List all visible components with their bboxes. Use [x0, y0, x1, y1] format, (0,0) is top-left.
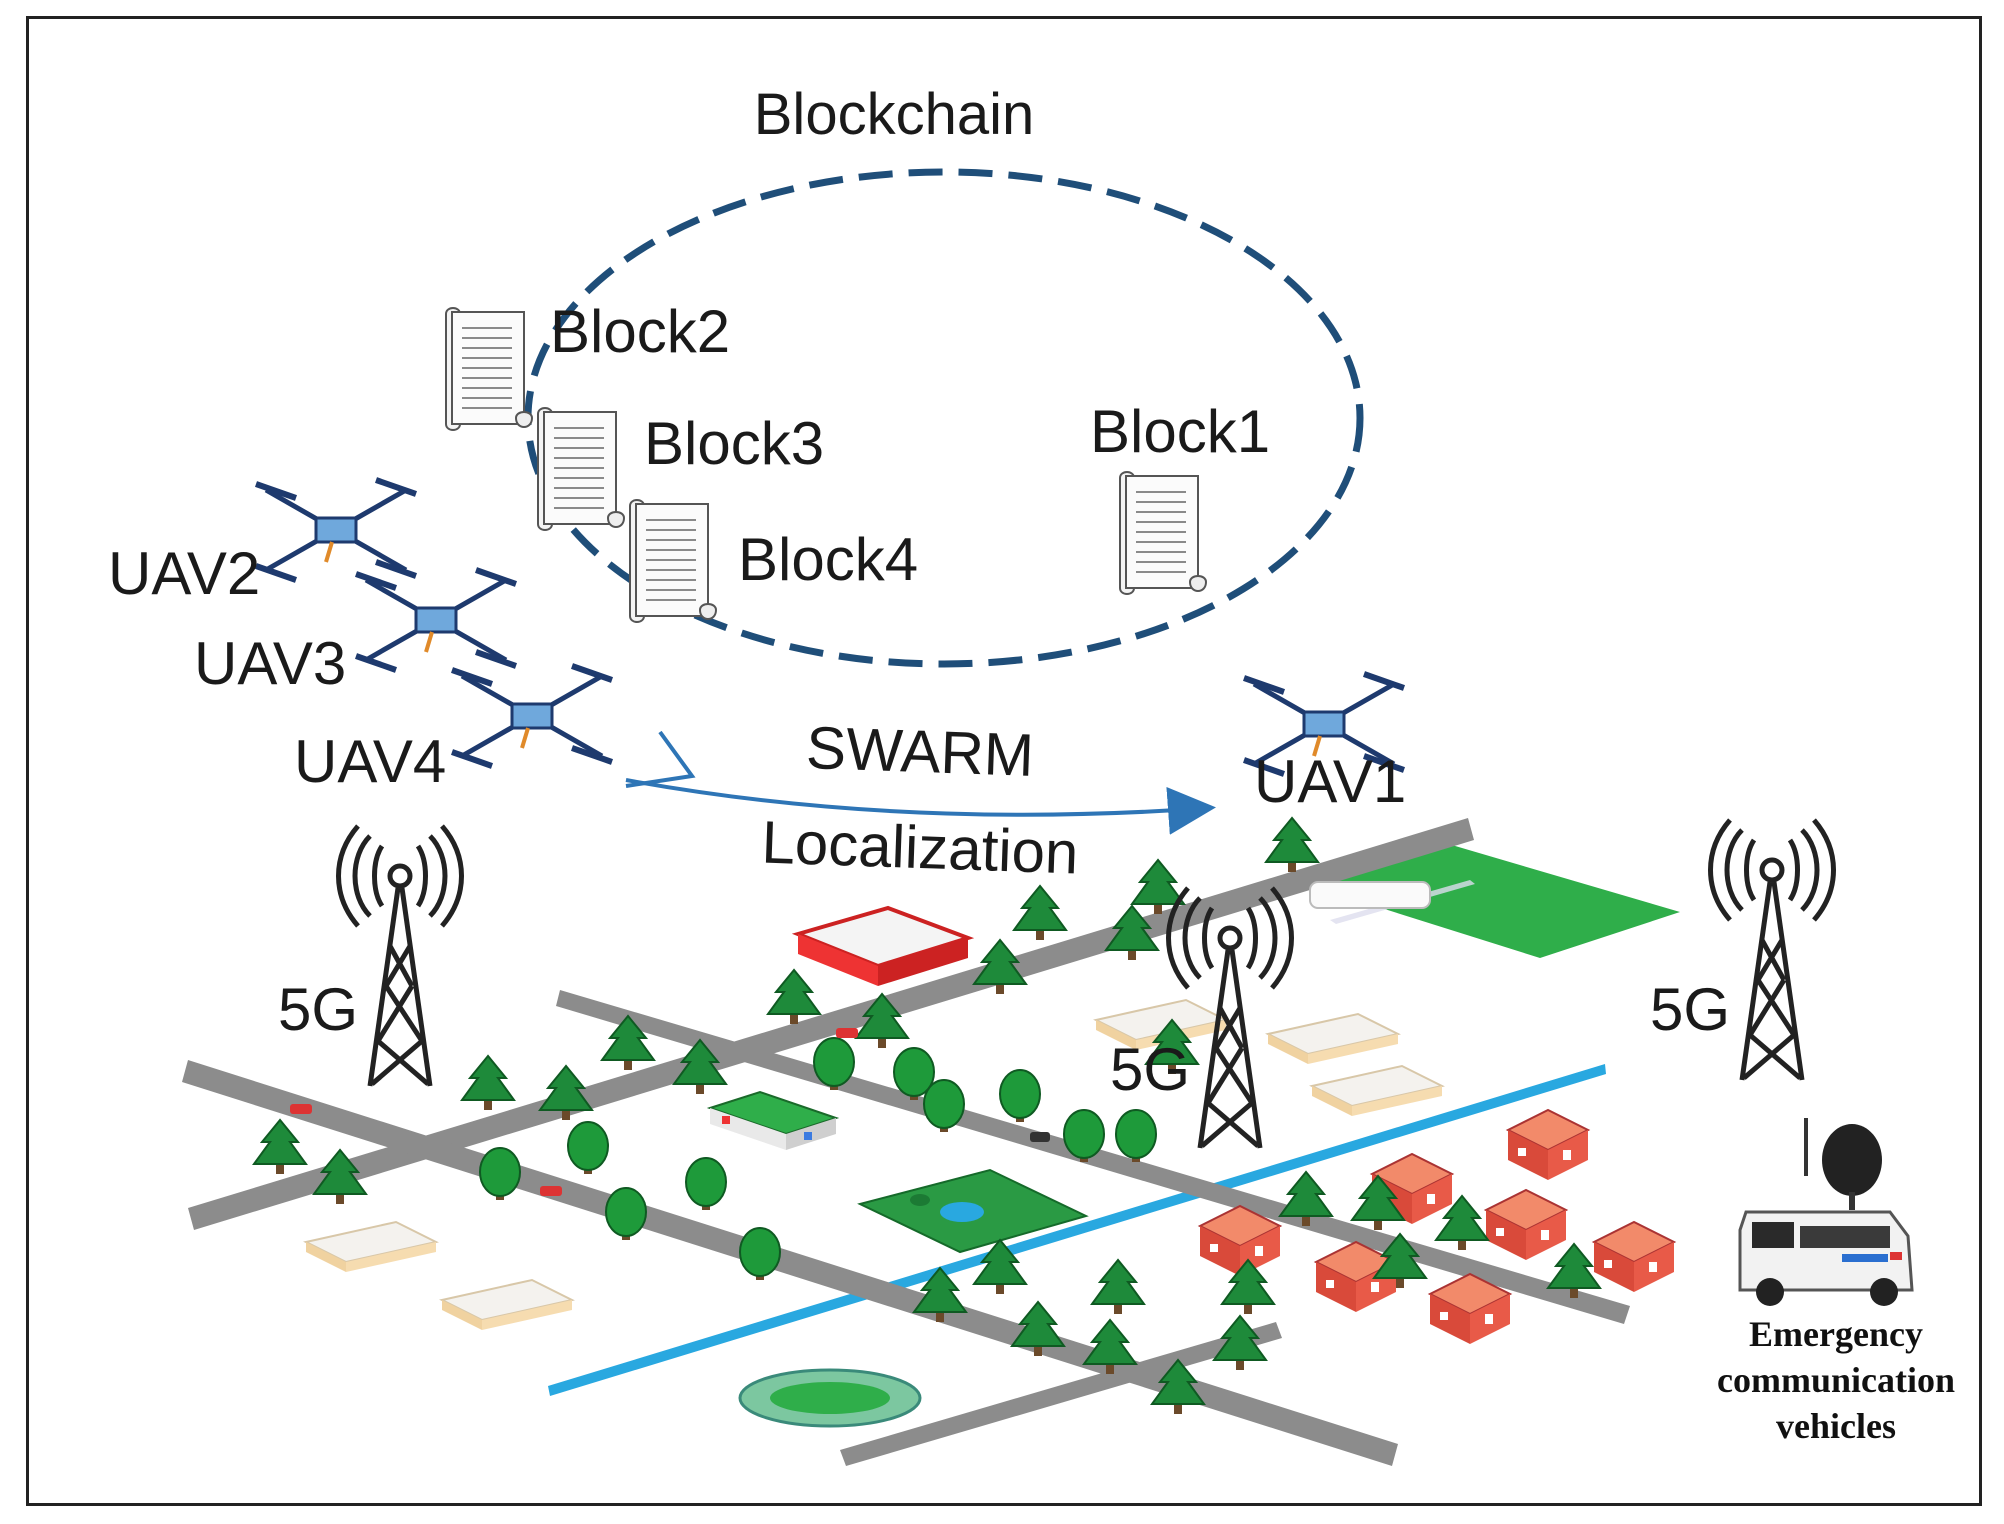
building [441, 1279, 573, 1331]
building [1311, 1065, 1443, 1117]
house [1507, 1109, 1589, 1181]
vehicle-label-line3: vehicles [1776, 1406, 1896, 1446]
scroll-icon [445, 307, 533, 431]
uav-label-4: UAV4 [294, 728, 446, 795]
car [836, 1028, 858, 1038]
road-lower [840, 1322, 1282, 1466]
river [548, 1064, 1606, 1396]
block-label-1: Block1 [1090, 398, 1270, 465]
quadcopter-icon [452, 666, 612, 766]
swarm-label: SWARM [805, 714, 1035, 789]
block-label-2: Block2 [550, 298, 730, 365]
warehouse [791, 905, 975, 986]
block-label-4: Block4 [738, 526, 918, 593]
blockchain-title: Blockchain [754, 82, 1034, 147]
scroll-icon [1119, 471, 1207, 595]
quadcopter-icon [356, 570, 516, 670]
car [540, 1186, 562, 1196]
building [305, 1221, 437, 1273]
tower-label-center: 5G [1110, 1036, 1190, 1103]
cell-tower-icon [339, 826, 462, 1086]
car [290, 1104, 312, 1114]
block-label-3: Block3 [644, 410, 824, 477]
vehicle-label-line2: communication [1717, 1360, 1955, 1400]
green-building [706, 1090, 840, 1150]
house [1593, 1221, 1675, 1293]
scroll-icon [629, 499, 717, 623]
tower-label-right: 5G [1650, 976, 1730, 1043]
road-main [188, 818, 1474, 1230]
park [857, 1168, 1089, 1254]
vehicle-label-line1: Emergency [1749, 1314, 1923, 1354]
localization-label: Localization [761, 808, 1080, 886]
uav-label-1: UAV1 [1254, 748, 1406, 815]
swarm-arrow [625, 730, 1216, 835]
building [1267, 1013, 1399, 1065]
uav-label-2: UAV2 [108, 540, 260, 607]
van-icon [1738, 1118, 1914, 1306]
uav-label-3: UAV3 [194, 630, 346, 697]
sports-field [1286, 838, 1680, 958]
city-map [182, 817, 1680, 1466]
terminal-building [1309, 881, 1431, 909]
house [1485, 1189, 1567, 1261]
quadcopter-icon [256, 480, 416, 580]
car [1030, 1132, 1050, 1142]
tower-label-left: 5G [278, 976, 358, 1043]
scroll-icon [537, 407, 625, 531]
